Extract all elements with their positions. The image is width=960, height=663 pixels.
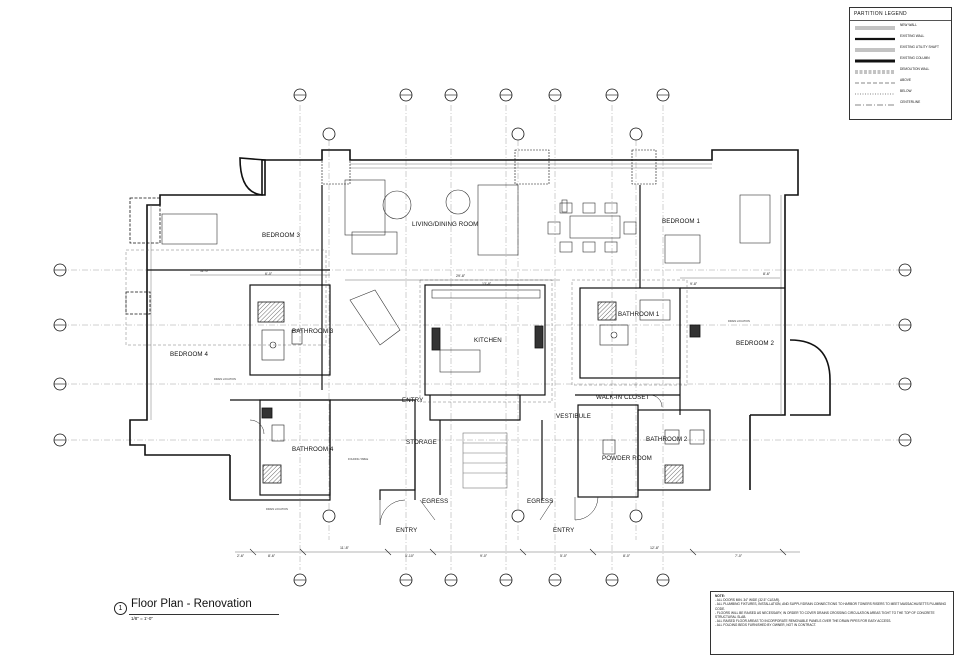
notes-heading: NOTE: <box>715 594 725 598</box>
utility-shafts <box>257 301 701 484</box>
dim-label: 9'-8" <box>690 282 698 286</box>
legend-swatch <box>855 70 895 74</box>
overhead-lines <box>125 249 688 403</box>
legend-label: EXISTING COLUMN <box>900 56 930 60</box>
legend-row: EXISTING UTILITY SHAFT <box>850 43 951 54</box>
legend-swatch <box>855 93 895 95</box>
dim-label: 11'-8" <box>340 546 350 550</box>
legend-label: DEMOLITION WALL <box>900 67 930 71</box>
dim-label: 11'-0" <box>200 269 210 273</box>
legend-row: CENTERLINE <box>850 98 951 109</box>
legend-label: NEW WALL <box>900 23 917 27</box>
column-top-mid <box>514 149 550 185</box>
label-vestibule: VESTIBULE <box>556 413 591 420</box>
door-swings <box>249 394 663 526</box>
label-entry-top: ENTRY <box>402 397 423 404</box>
legend-label: EXISTING WALL <box>900 34 925 38</box>
room-labels: LIVING/DINING ROOM BEDROOM 1 BEDROOM 2 B… <box>170 218 774 534</box>
drawing-title: Floor Plan - Renovation <box>131 598 252 610</box>
dim-label: 8'-6" <box>763 272 771 276</box>
partition-legend: PARTITION LEGEND NEW WALL EXISTING WALL EX… <box>849 7 952 120</box>
living-furniture <box>161 179 771 373</box>
note-item: - ALL DOORS MIN. 34" WIDE (32.5" CLEAR). <box>715 598 781 603</box>
title-underline <box>129 614 279 615</box>
dimension-lines <box>190 274 800 553</box>
label-drain-3: DRAIN LOCATION <box>728 319 750 323</box>
legend-swatch <box>855 26 895 30</box>
plumbing-fixtures <box>261 299 705 489</box>
label-kitchen: KITCHEN <box>474 337 502 344</box>
label-bedroom1: BEDROOM 1 <box>662 218 700 225</box>
label-bedroom2: BEDROOM 2 <box>736 340 774 347</box>
note-item: - ALL PLUMBING FIXTURES, INSTALLATION, A… <box>715 602 947 611</box>
legend-label: ABOVE <box>900 78 911 82</box>
label-egress-left: EGRESS <box>422 498 448 505</box>
legend-swatch <box>855 48 895 52</box>
legend-label: CENTERLINE <box>900 100 921 104</box>
grid-bubble-ticks <box>54 94 911 581</box>
label-powder: POWDER ROOM <box>602 455 652 462</box>
legend-row: EXISTING WALL <box>850 32 951 43</box>
dim-label: 2'-6" <box>237 554 245 558</box>
legend-row: DEMOLITION WALL <box>850 65 951 76</box>
dim-label: 12'-8" <box>650 546 660 550</box>
dim-label: 9'-0" <box>480 554 488 558</box>
legend-swatch <box>855 37 895 41</box>
dim-label: 13'-8" <box>482 282 492 286</box>
label-folding-table: FOLDING TABLE <box>348 457 368 461</box>
label-walkin: WALK-IN CLOSET <box>596 394 650 401</box>
column-top-right <box>631 149 657 185</box>
dim-label: 29'-8" <box>456 274 466 278</box>
legend-swatch <box>855 104 895 106</box>
label-bedroom4: BEDROOM 4 <box>170 351 208 358</box>
dimension-ticks <box>249 548 787 556</box>
dim-label: 6'-0" <box>265 272 273 276</box>
legend-row: EXISTING COLUMN <box>850 54 951 65</box>
label-bathroom3: BATHROOM 3 <box>292 328 334 335</box>
legend-label: BELOW <box>900 89 912 93</box>
label-entry-right: ENTRY <box>553 527 574 534</box>
dim-label: 5'-10" <box>405 554 415 558</box>
label-storage: STORAGE <box>406 439 437 446</box>
column-top-left <box>321 149 351 185</box>
dim-label: 7'-0" <box>735 554 743 558</box>
legend-rows: NEW WALL EXISTING WALL EXISTING UTILITY SH… <box>850 21 951 109</box>
label-bathroom2: BATHROOM 2 <box>646 436 688 443</box>
notes-box: NOTE: - ALL DOORS MIN. 34" WIDE (32.5" C… <box>710 591 954 655</box>
dim-label: 8'-0" <box>623 554 631 558</box>
legend-row: BELOW <box>850 87 951 98</box>
drawing-title-block: 1 Floor Plan - Renovation 1/8" = 1'-0" <box>114 598 284 628</box>
label-living: LIVING/DINING ROOM <box>412 221 478 228</box>
legend-title: PARTITION LEGEND <box>850 8 951 21</box>
grid-bubbles <box>53 88 912 587</box>
note-item: - FLOORS WILL BE RAISED AS NECESSARY, IN… <box>715 610 935 620</box>
dimension-labels: 29'-8" 13'-8" 11'-0" 8'-6" 6'-0" 8'-6" 1… <box>200 269 771 558</box>
label-bathroom1: BATHROOM 1 <box>618 311 660 318</box>
label-bedroom3: BEDROOM 3 <box>262 232 300 239</box>
note-item: - ALL RAISED FLOOR AREAS TO INCORPORATE … <box>715 619 892 624</box>
dim-label: 8'-6" <box>268 554 276 558</box>
drawing-scale: 1/8" = 1'-0" <box>131 616 153 621</box>
dim-label: 5'-0" <box>560 554 568 558</box>
note-item: - ALL FOLDING BEDS FURNISHED BY OWNER, N… <box>715 623 817 628</box>
label-entry-left: ENTRY <box>396 527 417 534</box>
label-drain-2: DRAIN LOCATION <box>266 507 288 511</box>
label-bathroom4: BATHROOM 4 <box>292 446 334 453</box>
legend-row: NEW WALL <box>850 21 951 32</box>
window-band <box>150 163 782 420</box>
legend-swatch <box>855 59 895 63</box>
column-bedroom3 <box>129 197 161 244</box>
legend-label: EXISTING UTILITY SHAFT <box>900 45 939 49</box>
exterior-walls <box>129 149 831 500</box>
label-egress-right: EGRESS <box>527 498 553 505</box>
drawing-number: 1 <box>114 602 127 615</box>
legend-row: ABOVE <box>850 76 951 87</box>
interior-walls <box>147 185 785 501</box>
label-drain-1: DRAIN LOCATION <box>214 377 236 381</box>
legend-swatch <box>855 82 895 84</box>
